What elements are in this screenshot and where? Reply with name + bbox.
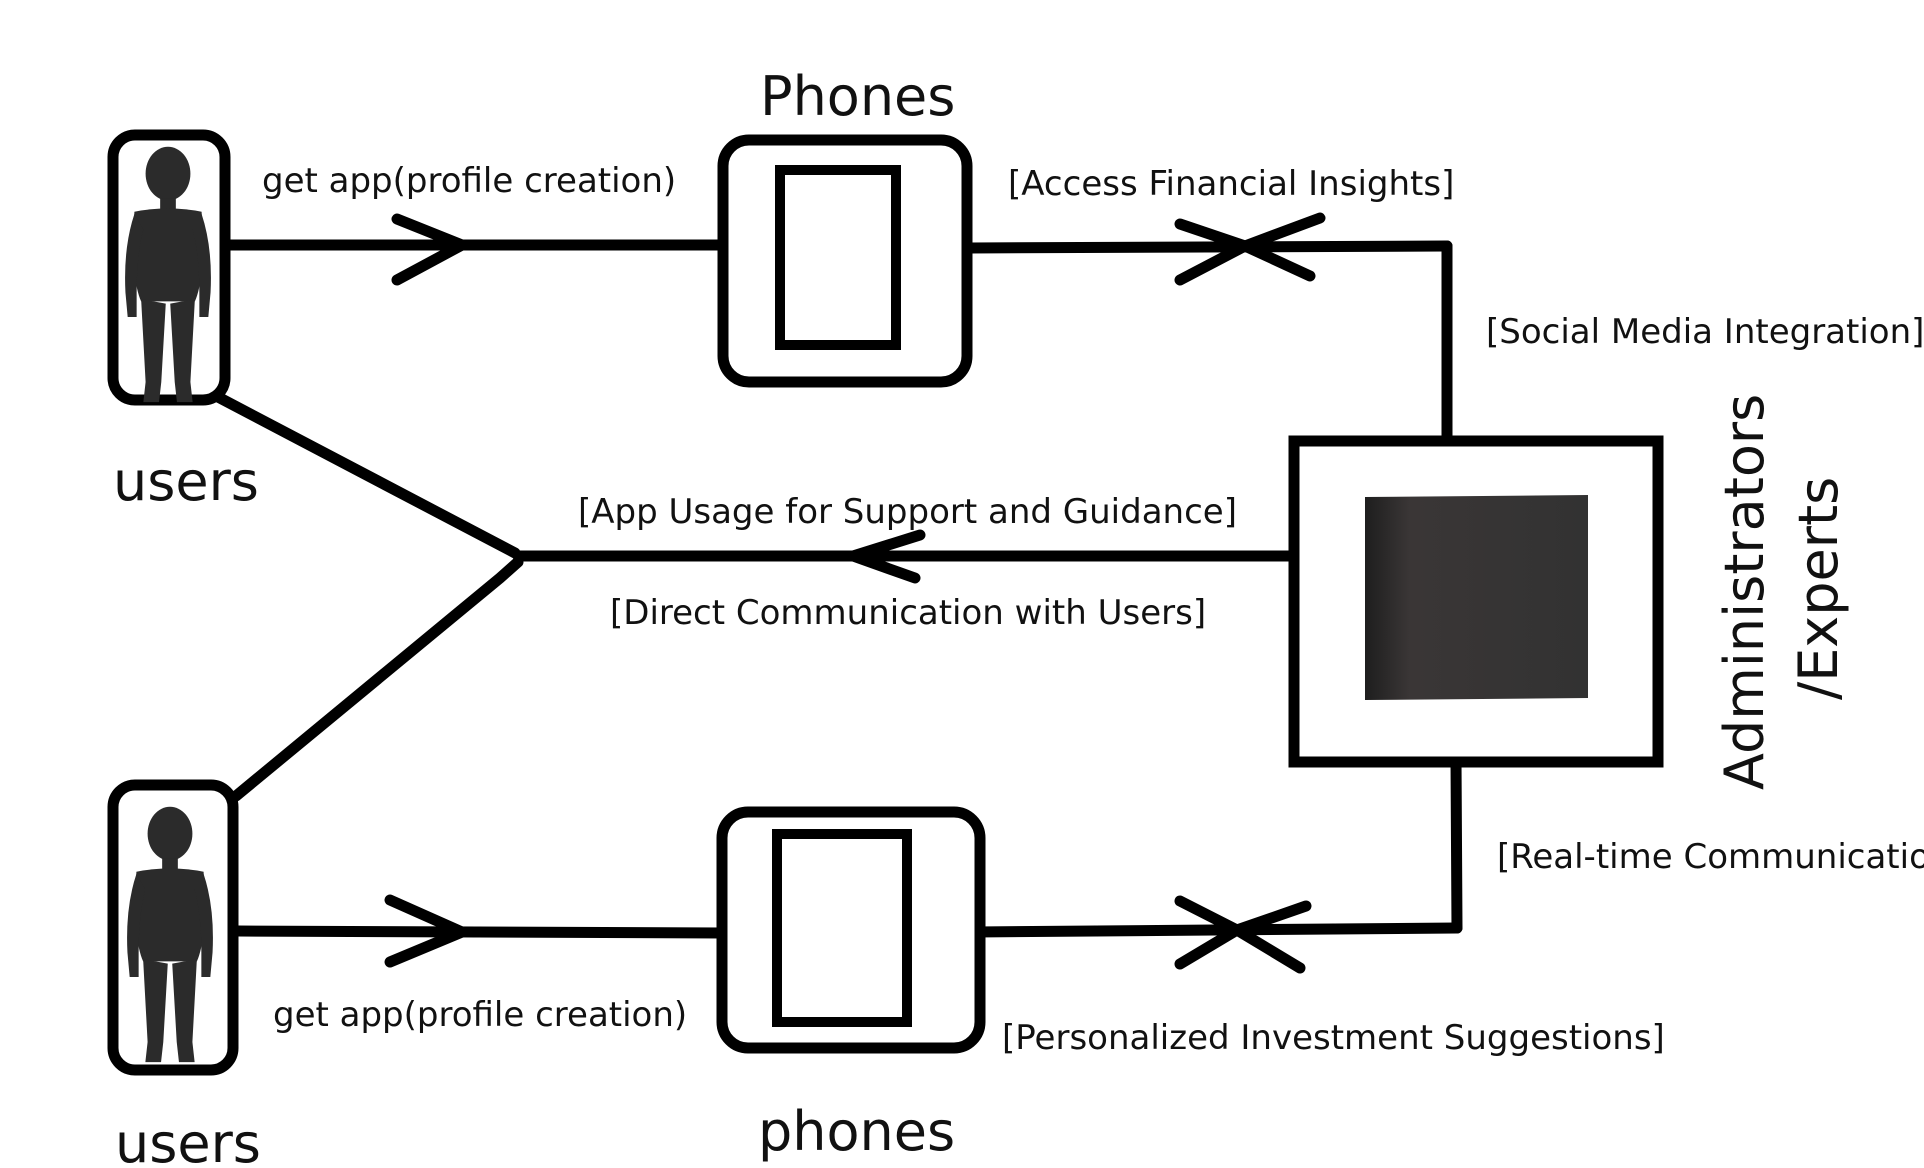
admin-node	[1288, 435, 1664, 768]
edge-phone-to-admin-bottom	[969, 922, 1463, 938]
label-phones-bottom: phones	[758, 1100, 955, 1163]
edge-label-social-media: [Social Media Integration]	[1486, 312, 1924, 352]
label-users-bottom: users	[115, 1112, 261, 1168]
crossed-arrowhead-icon	[1174, 212, 1326, 286]
phone-icon	[772, 829, 912, 1027]
edge-label-personalized: [Personalized Investment Suggestions]	[1002, 1018, 1665, 1058]
label-phones-top: Phones	[760, 65, 955, 128]
admin-label-group-2: /Experts	[1787, 477, 1850, 700]
admin-label-group: Administrators	[1713, 394, 1776, 790]
edge-phone-to-admin-top	[964, 240, 1453, 254]
arrowhead-right-icon	[391, 213, 468, 286]
label-users-top: users	[113, 450, 259, 513]
arrowhead-left-icon	[847, 529, 926, 584]
label-experts: /Experts	[1787, 477, 1850, 700]
edge-admin-vertical-bottom	[1450, 754, 1463, 934]
server-icon	[1365, 495, 1588, 700]
edge-label-app-usage: [App Usage for Support and Guidance]	[578, 492, 1237, 532]
phone-node-bottom	[716, 806, 986, 1054]
phone-node-top	[717, 134, 973, 388]
edge-label-get-app-top: get app(profile creation)	[262, 161, 676, 201]
actor-users-top	[107, 129, 231, 406]
actor-users-bottom	[107, 779, 239, 1076]
label-administrators: Administrators	[1713, 394, 1776, 790]
phone-icon	[775, 165, 901, 350]
crossed-arrowhead-icon	[1174, 900, 1312, 970]
arrowhead-right-icon	[384, 894, 468, 968]
edge-label-realtime-comm: [Real-time Communication]	[1497, 837, 1924, 877]
edge-junction-to-bottom-user	[230, 556, 524, 802]
edge-label-access-insights: [Access Financial Insights]	[1008, 164, 1454, 204]
edge-user-to-phone-bottom	[232, 925, 729, 939]
edge-junction-to-top-user	[212, 391, 521, 559]
edge-label-get-app-bottom: get app(profile creation)	[273, 995, 687, 1035]
edge-label-direct-comm: [Direct Communication with Users]	[610, 593, 1206, 633]
